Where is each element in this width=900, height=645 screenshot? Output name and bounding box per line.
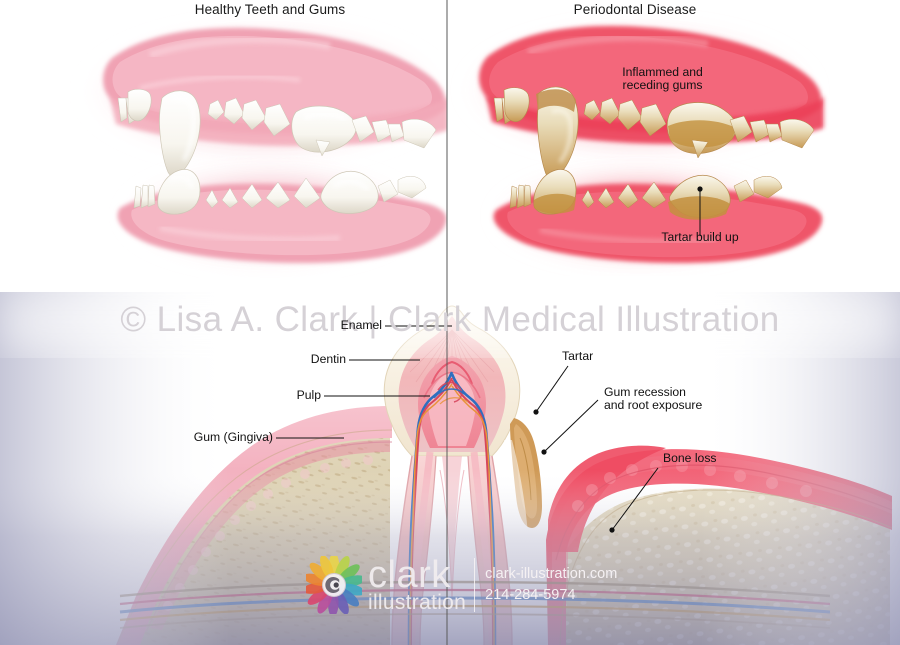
panel-title-healthy: Healthy Teeth and Gums xyxy=(194,2,346,17)
leader-gum-recession xyxy=(543,399,599,453)
dot-gum-recession xyxy=(541,449,547,455)
callout-gum-recession-line2: and root exposure xyxy=(604,398,703,413)
dot-bone-loss xyxy=(609,527,615,533)
logo-word-clark: clark xyxy=(368,553,451,596)
callout-gum-gingiva: Gum (Gingiva) xyxy=(193,430,273,444)
callout-enamel: Enamel xyxy=(340,318,382,332)
logo-contact-info: clark-illustration.com 214-284-5974 xyxy=(485,564,617,606)
callout-tartar-build-up: Tartar build up xyxy=(661,230,739,244)
logo-website: clark-illustration.com xyxy=(485,566,618,582)
callout-dentin: Dentin xyxy=(310,352,346,366)
callout-inflamed-gums-line1: Inflammed and xyxy=(622,65,703,79)
periodontal-disease-jaw-illustration xyxy=(460,0,900,292)
callout-pulp: Pulp xyxy=(296,388,321,402)
logo-divider-rule xyxy=(474,558,476,612)
callout-inflamed-gums: Inflammed and receding gums xyxy=(600,65,725,93)
dot-tartar xyxy=(533,409,539,415)
callout-gum-recession-line1: Gum recession xyxy=(604,385,686,399)
clark-illustration-logo-block: clark illustration clark-illustration.co… xyxy=(302,552,626,618)
logo-word-illustration: illustration xyxy=(368,590,467,614)
dot-tartar-build-up xyxy=(697,186,703,192)
logo-phone: 214-284-5974 xyxy=(485,587,576,603)
callout-gum-recession: Gum recession and root exposure xyxy=(604,385,703,413)
panel-title-periodontal: Periodontal Disease xyxy=(573,2,697,17)
callout-inflamed-gums-line2: receding gums xyxy=(622,78,703,93)
leader-tartar xyxy=(535,365,569,413)
callout-bone-loss: Bone loss xyxy=(663,451,717,465)
callout-tartar: Tartar xyxy=(562,349,594,363)
pinwheel-color-wheel-icon xyxy=(302,553,366,617)
logo-wordmark: clark illustration xyxy=(368,553,467,614)
copyright-watermark: © Lisa A. Clark | Clark Medical Illustra… xyxy=(120,300,780,339)
healthy-jaw-illustration xyxy=(0,0,447,292)
leader-bone-loss xyxy=(611,467,659,531)
